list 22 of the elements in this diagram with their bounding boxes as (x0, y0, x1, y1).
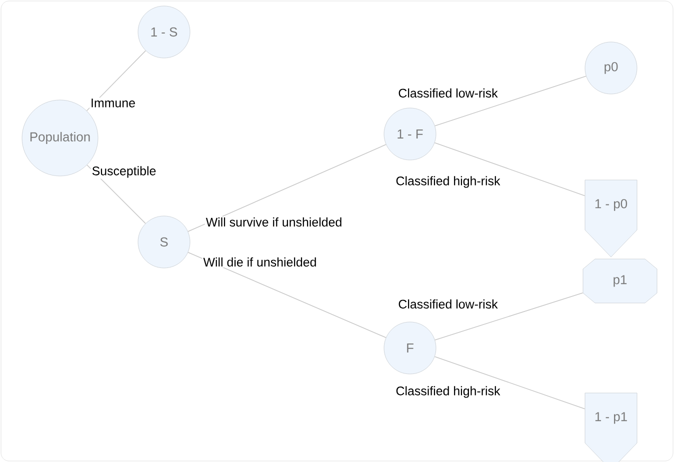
circle-node: 1 - F (384, 108, 436, 160)
edge-label: Classified low-risk (397, 87, 499, 99)
octagon-node: p1 (582, 258, 658, 304)
connector-line (434, 356, 586, 410)
circle-node: S (138, 216, 190, 268)
connector-line (188, 252, 386, 338)
circle-node: 1 - S (138, 6, 190, 58)
edge-label: Will survive if unshielded (204, 216, 344, 228)
edge-label: Will die if unshielded (202, 256, 318, 268)
connector-line (434, 76, 586, 126)
pentagon-node: 1 - p0 (584, 180, 638, 258)
circle-node: p0 (584, 42, 638, 94)
connector-line (434, 142, 586, 196)
connector-line (434, 292, 584, 340)
circle-node: F (384, 322, 436, 374)
edge-label: Susceptible (90, 165, 158, 179)
edge-label: Immune (90, 98, 136, 108)
connector-line (188, 144, 386, 232)
edge-label: Classified high-risk (394, 385, 502, 399)
edge-label: Classified high-risk (394, 175, 502, 189)
edge-label: Classified low-risk (397, 298, 499, 310)
pentagon-node: 1 - p1 (584, 392, 638, 462)
